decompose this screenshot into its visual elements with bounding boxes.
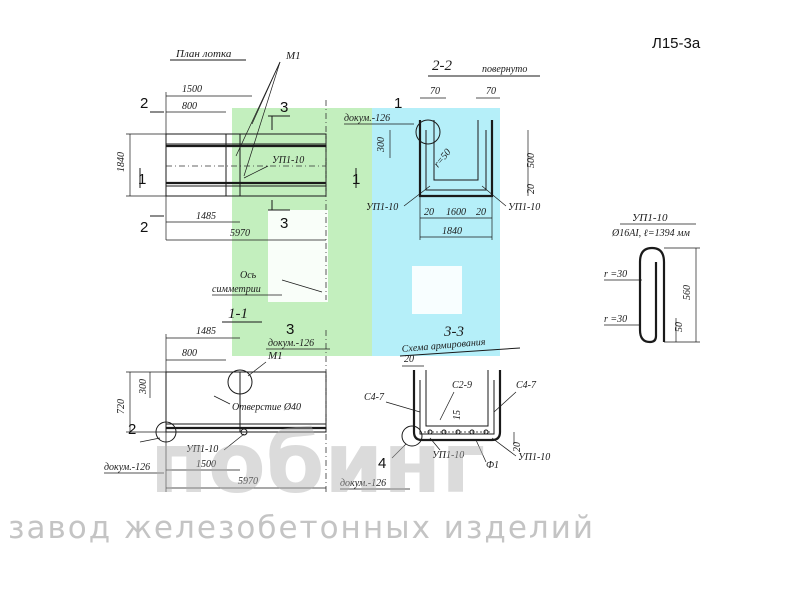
plan-dim-1485: 1485 — [196, 211, 216, 222]
loop-r-top: r =30 — [604, 269, 627, 280]
plan-dim-800: 800 — [182, 101, 197, 112]
plan-view: План лотка М1 1500 800 1840 2 2 — [116, 48, 360, 300]
logo-white-cut — [268, 210, 328, 302]
loop-r-bottom: r =30 — [604, 314, 627, 325]
section11-dim-800: 800 — [182, 348, 197, 359]
plan-section-1-left: 1 — [138, 171, 146, 188]
section22-subtitle: повернуто — [482, 64, 527, 75]
section11-callout2-num: 2 — [128, 421, 136, 438]
section22-callout-doc: докум.-126 — [344, 113, 390, 124]
section22-dim-500: 500 — [526, 153, 537, 168]
section22-mark-up-right: УП1-10 — [508, 202, 540, 213]
section33-c47-right: С4-7 — [516, 380, 537, 391]
axis-label-line2: симметрии — [212, 284, 261, 295]
section33-mark-f1: Ф1 — [486, 460, 499, 471]
section33-mark-up-left: УП1-10 — [432, 450, 464, 461]
section22-dim-20-side: 20 — [526, 184, 537, 194]
logo-cyan-block — [372, 108, 500, 356]
plan-section-2-top: 2 — [140, 95, 148, 112]
section11-mark-m1: М1 — [267, 350, 283, 362]
section22-callout-num: 1 — [394, 95, 402, 112]
section-1-1: 1-1 1485 800 3 докум.-126 М1 300 720 Отв… — [104, 306, 330, 492]
section33-callout4-doc: докум.-126 — [340, 478, 386, 489]
section33-c47-left: С4-7 — [364, 392, 385, 403]
plan-section-2-bottom: 2 — [140, 219, 148, 236]
plan-title: План лотка — [175, 48, 232, 60]
section-3-3: 3-3 Схема армирования 20 С4-7 С2-9 С4-7 … — [340, 324, 550, 490]
section11-dim-1500: 1500 — [196, 459, 216, 470]
plan-mark-m1: М1 — [285, 50, 301, 62]
section22-dim-70-left: 70 — [430, 86, 440, 97]
logo-cyan-cut — [412, 266, 462, 314]
section22-title: 2-2 — [432, 58, 452, 74]
plan-mark-up: УП1-10 — [272, 155, 304, 166]
section11-dim-5970: 5970 — [238, 476, 258, 487]
loop-spec: Ø16АI, ℓ=1394 мм — [611, 228, 690, 239]
plan-dim-1840: 1840 — [116, 152, 127, 172]
loop-up1-10-detail: УП1-10 Ø16АI, ℓ=1394 мм r =30 r =30 560 … — [604, 212, 700, 344]
sheet-code: Л15-3а — [652, 35, 701, 52]
section22-dim-300: 300 — [376, 137, 387, 153]
section11-callout3-doc: докум.-126 — [268, 338, 314, 349]
section11-title: 1-1 — [228, 306, 248, 322]
section33-c29: С2-9 — [452, 380, 472, 391]
watermark-brand: побинг — [150, 414, 485, 512]
section33-dim-15: 15 — [452, 410, 463, 420]
logo-green-block-top — [232, 108, 372, 208]
section22-dim-20-right: 20 — [476, 207, 486, 218]
section33-dim-20-side: 20 — [512, 442, 523, 452]
section22-dim-70-right: 70 — [486, 86, 496, 97]
logo-blocks — [232, 108, 500, 356]
section11-callout3-num: 3 — [286, 321, 294, 338]
section11-dim-1485: 1485 — [196, 326, 216, 337]
section22-mark-up-left: УП1-10 — [366, 202, 398, 213]
section33-title: 3-3 — [443, 324, 464, 340]
section33-mark-up-right: УП1-10 — [518, 452, 550, 463]
loop-dim-560: 560 — [682, 285, 693, 300]
watermark-tagline: завод железобетонных изделий — [8, 510, 595, 546]
section11-dim-720: 720 — [116, 399, 127, 414]
section11-callout2-doc: докум.-126 — [104, 462, 150, 473]
section-2-2: 2-2 повернуто 1 докум.-126 70 70 r=50 30… — [344, 58, 540, 240]
section33-callout4-num: 4 — [378, 455, 386, 472]
plan-dim-5970: 5970 — [230, 228, 250, 239]
section22-dim-1840: 1840 — [442, 226, 462, 237]
section33-dim-20-top: 20 — [404, 354, 414, 365]
watermark: побинг завод железобетонных изделий — [8, 414, 595, 546]
loop-title: УП1-10 — [632, 212, 668, 224]
plan-dim-1500: 1500 — [182, 84, 202, 95]
section11-mark-up: УП1-10 — [186, 444, 218, 455]
symmetry-axis: Ось симметрии — [212, 270, 323, 296]
section11-dim-300: 300 — [138, 379, 149, 395]
section22-dim-1600: 1600 — [446, 207, 466, 218]
section22-dim-20-left: 20 — [424, 207, 434, 218]
section11-hole-label: Отверстие Ø40 — [232, 402, 301, 413]
plan-section-3-top: 3 — [280, 99, 288, 116]
loop-dim-50: 50 — [674, 322, 685, 332]
axis-label-line1: Ось — [240, 270, 257, 281]
plan-section-3-bottom: 3 — [280, 215, 288, 232]
